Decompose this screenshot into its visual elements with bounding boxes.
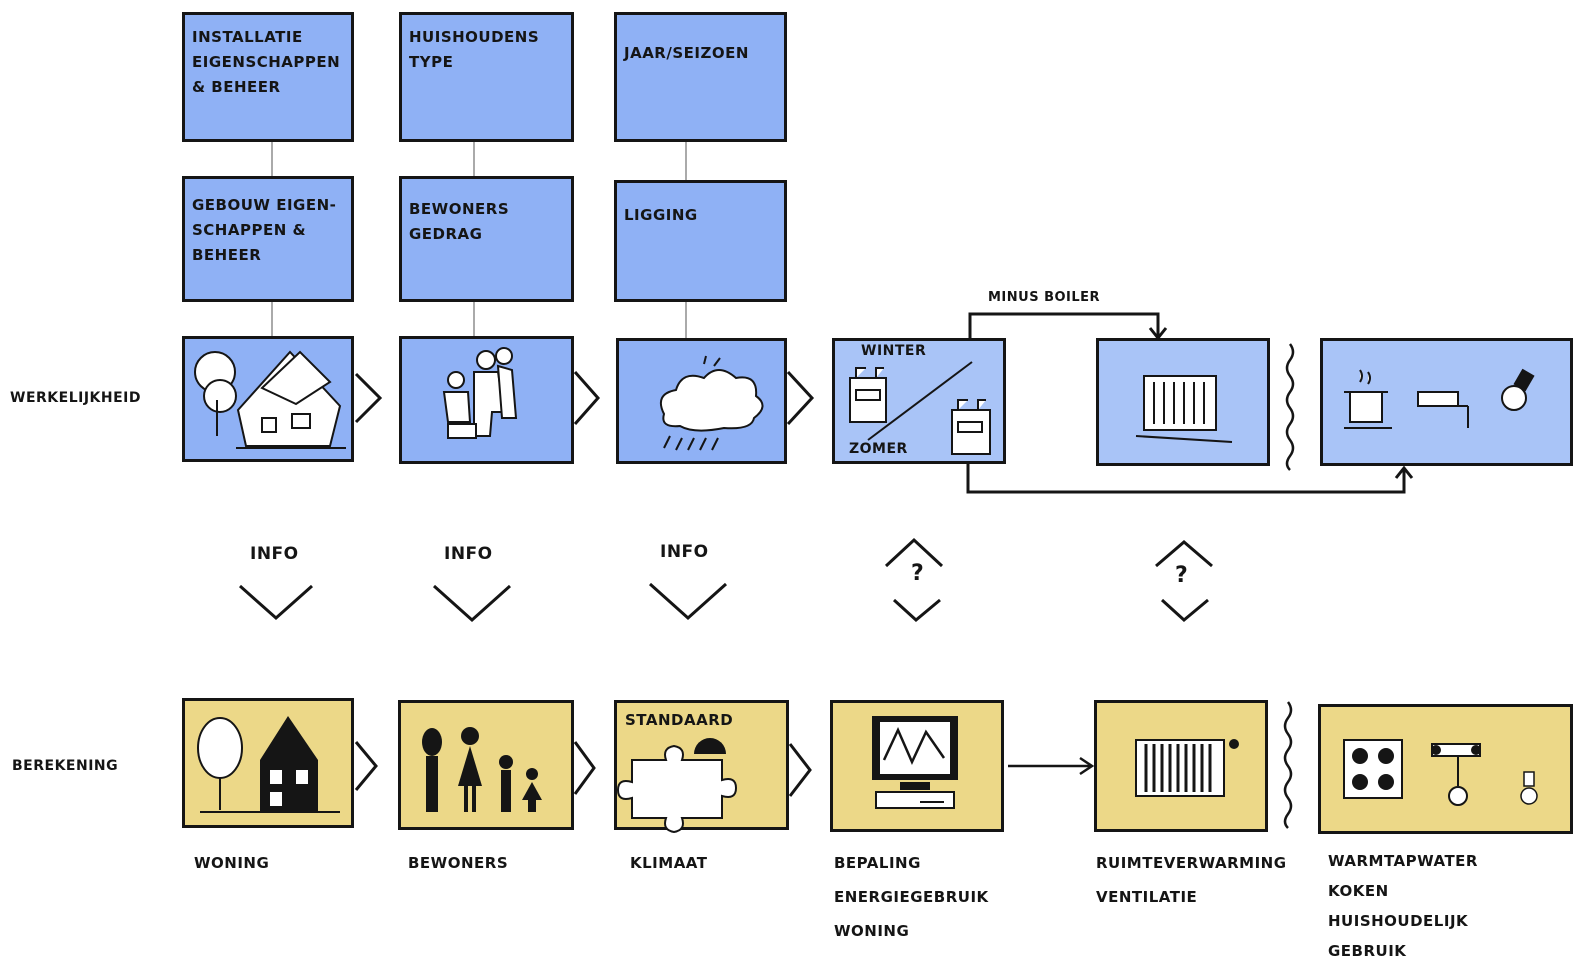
chevron-right-icon	[786, 370, 815, 426]
bypass-label: MINUS BOILER	[988, 290, 1101, 305]
light-bulb-icon	[1501, 368, 1535, 411]
people-icon	[442, 347, 518, 439]
chevron-down-icon	[648, 582, 728, 621]
radiator-dark-icon	[1135, 739, 1239, 797]
standaard-label: STANDAARD	[625, 711, 734, 729]
chevron-down-icon	[1160, 598, 1209, 622]
box-jaar-seizoen: JAAR/SEIZOEN	[614, 12, 787, 142]
cloud-rain-icon	[660, 355, 764, 451]
box-gebouw-eigenschappen: GEBOUW EIGEN- SCHAPPEN & BEHEER	[182, 176, 354, 302]
chevron-right-icon	[354, 741, 378, 791]
box-huishoudens-text: HUISHOUDENS TYPE	[409, 28, 540, 71]
box-gebouw-text: GEBOUW EIGEN- SCHAPPEN & BEHEER	[192, 196, 337, 264]
puzzle-icon	[616, 738, 738, 834]
caption-bewoners: BEWONERS	[408, 854, 509, 872]
season-zomer-label: ZOMER	[849, 441, 908, 457]
bypass-line-bottom	[966, 464, 1406, 494]
chevron-down-icon	[239, 584, 313, 621]
box-installatie-text: INSTALLATIE EIGENSCHAPPEN & BEHEER	[192, 28, 341, 96]
chevron-right-icon	[354, 372, 383, 424]
chevron-down-icon	[432, 584, 512, 623]
box-bewoners-gedrag: BEWONERS GEDRAG	[399, 176, 574, 302]
box-bewoners-gedrag-text: BEWONERS GEDRAG	[409, 200, 510, 243]
wavy-separator-icon	[1283, 701, 1293, 829]
season-winter-label: WINTER	[861, 343, 927, 359]
tap-dark-icon	[1431, 743, 1481, 806]
info-label-2: INFO	[444, 544, 493, 564]
bypass-line-top	[968, 312, 1160, 338]
question-mark-1: ?	[911, 561, 925, 586]
box-ligging-text: LIGGING	[624, 206, 698, 224]
chevron-right-icon	[573, 741, 596, 795]
arrow-head-icon	[1394, 465, 1414, 479]
caption-ruimteverwarming: RUIMTEVERWARMING VENTILATIE	[1096, 854, 1287, 906]
stove-icon	[1343, 739, 1403, 799]
row-label-berekening: BEREKENING	[12, 758, 119, 774]
chevron-up-icon	[884, 537, 944, 568]
house-with-tree-icon	[194, 350, 346, 449]
season-divider-line	[867, 361, 973, 441]
chevron-right-icon	[788, 743, 812, 797]
arrow-head-icon	[1148, 327, 1168, 341]
box-ligging: LIGGING	[614, 180, 787, 302]
family-figures-icon	[422, 727, 542, 812]
wavy-separator-icon	[1285, 343, 1295, 471]
light-bulb-small-icon	[1520, 771, 1538, 805]
gas-meter-icon	[849, 367, 991, 455]
info-label-3: INFO	[660, 542, 709, 562]
box-installatie-eigenschappen: INSTALLATIE EIGENSCHAPPEN & BEHEER	[182, 12, 354, 142]
chevron-right-icon	[573, 371, 601, 425]
chevron-down-icon	[892, 598, 941, 622]
row-label-werkelijkheid: WERKELIJKHEID	[10, 390, 141, 406]
caption-bepaling-energiegebruik: BEPALING ENERGIEGEBRUIK WONING	[834, 854, 989, 940]
caption-klimaat: KLIMAAT	[630, 854, 708, 872]
tap-icon	[1417, 391, 1469, 428]
pot-icon	[1344, 369, 1392, 429]
caption-warmtapwater: WARMTAPWATER KOKEN HUISHOUDELIJK GEBRUIK	[1328, 852, 1478, 960]
box-huishoudens-type: HUISHOUDENS TYPE	[399, 12, 574, 142]
radiator-icon	[1135, 375, 1233, 443]
info-label-1: INFO	[250, 544, 299, 564]
box-jaar-seizoen-text: JAAR/SEIZOEN	[624, 44, 749, 62]
caption-woning: WONING	[194, 854, 270, 872]
house-silhouette-icon	[197, 716, 340, 813]
computer-icon	[872, 716, 958, 809]
question-mark-2: ?	[1175, 563, 1189, 588]
chevron-up-icon	[1155, 540, 1213, 568]
arrow-head-icon	[1079, 756, 1095, 776]
